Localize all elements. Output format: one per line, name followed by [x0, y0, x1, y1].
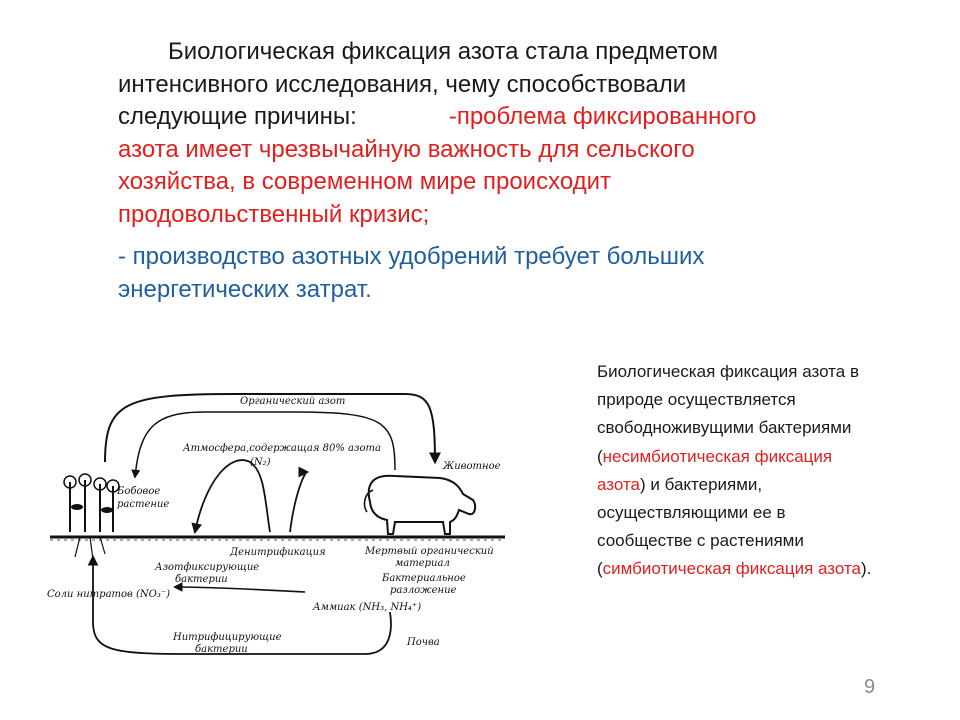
legume-plant-icon — [63, 473, 120, 561]
nitrogen-cycle-diagram: Органический азот Атмосфера,содержащая 8… — [47, 393, 505, 655]
label-organic-nitrogen: Органический азот — [240, 396, 345, 407]
label-dead-1: Мертвый органический — [364, 546, 494, 557]
label-decay-2: разложение — [390, 585, 457, 596]
organic-nitrogen-arrow — [104, 393, 441, 465]
bottom-cycle-arrow — [87, 554, 392, 655]
intro-text: Биологическая фиксация азота стала предм… — [118, 38, 718, 130]
denitrification-arrow — [289, 466, 310, 533]
ammonia-arrow — [173, 582, 306, 593]
label-nitrif-2: бактерии — [195, 644, 248, 655]
label-nitrif-1: Нитрифицирующие — [172, 632, 282, 643]
label-atmosphere-1: Атмосфера,содержащая 80% азота — [182, 443, 381, 454]
label-ammonia: Аммиак (NH₃, NH₄⁺) — [312, 602, 421, 613]
label-denitrification: Денитрификация — [229, 547, 326, 558]
side-text: Биологическая фиксация азота в природе о… — [597, 358, 882, 584]
label-legume-1: Бобовое — [116, 486, 160, 497]
label-decay-1: Бактериальное — [381, 573, 466, 584]
animal-arrow — [131, 411, 396, 479]
bullet-dash: - — [448, 103, 457, 130]
bullet-2: - производство азотных удобрений требует… — [118, 243, 705, 303]
nfix-arrow — [191, 459, 271, 535]
side-red-2: симбиотическая фиксация азота — [602, 559, 861, 579]
label-legume-2: растение — [117, 499, 169, 510]
label-nitrates: Соли нитратов (NO₃⁻) — [47, 589, 170, 600]
cow-icon — [363, 474, 477, 535]
main-text: Биологическая фиксация азота стала предм… — [118, 36, 768, 306]
label-soil: Почва — [406, 637, 440, 648]
side-part-3: ). — [861, 559, 872, 579]
side-part-1: Биологическая фиксация азота в природе о… — [597, 362, 859, 466]
label-nfix-2: бактерии — [175, 574, 228, 585]
label-dead-2: материал — [395, 558, 450, 569]
bullet-1: проблема фиксированного азота имеет чрез… — [118, 103, 757, 228]
label-atmosphere-2: (N₂) — [250, 457, 271, 468]
side-part-2: ) и бактериями, осуществляющими ее в соо… — [597, 474, 804, 579]
intro-paragraph: Биологическая фиксация азота стала предм… — [118, 36, 768, 231]
page-number: 9 — [864, 676, 876, 698]
side-red-1: несимбиотическая фиксация азота — [597, 446, 833, 494]
label-nfix-1: Азотфиксирующие — [154, 562, 259, 573]
label-animal: Животное — [442, 461, 501, 472]
